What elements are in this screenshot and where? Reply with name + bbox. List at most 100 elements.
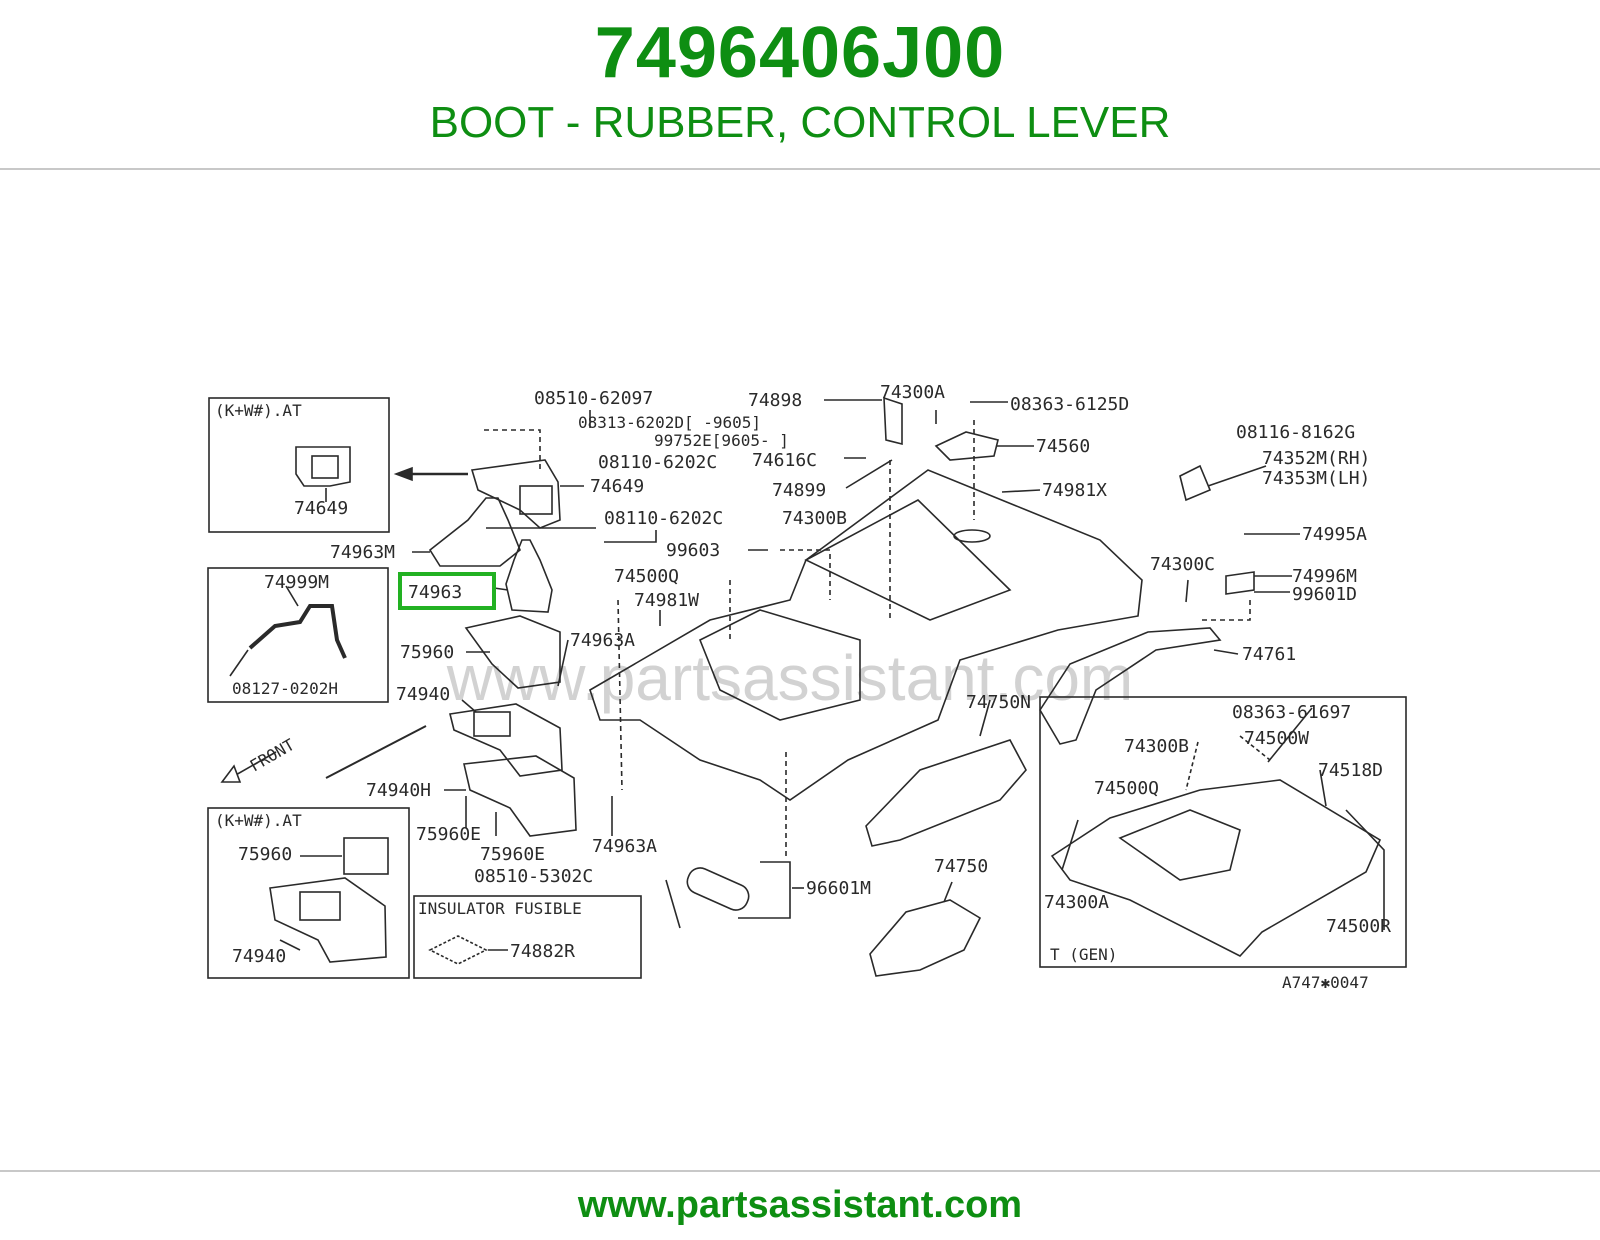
label-08127-0202h: 08127-0202H — [232, 679, 338, 698]
leader-08510-5302c — [665, 879, 681, 929]
floor-tgen-tunnel — [1118, 809, 1241, 881]
label-74981x: 74981X — [1042, 480, 1107, 501]
label-08110-6202c-b: 08110-6202C — [604, 508, 723, 529]
label-75960e-a: 75960E — [416, 824, 481, 845]
inset-title-kw-at-bottom: (K+W#).AT — [215, 811, 302, 830]
leader-74981x — [1001, 489, 1041, 493]
label-74940: 74940 — [396, 684, 450, 705]
floor-panel-main-shape — [589, 469, 1143, 801]
bracket-74649-inset-opening — [311, 455, 339, 479]
label-08510-5302c: 08510-5302C — [474, 866, 593, 887]
label-74300a-tgen: 74300A — [1044, 892, 1109, 913]
leader-74999m — [285, 585, 299, 607]
label-74963-highlighted[interactable]: 74963 — [408, 582, 462, 603]
floor-tunnel-top — [804, 499, 1012, 621]
label-74999m: 74999M — [264, 572, 329, 593]
label-99752e: 99752E[9605- ] — [654, 431, 789, 450]
leader-74518d — [1319, 769, 1327, 807]
label-74518d: 74518D — [1318, 760, 1383, 781]
footer-website-link[interactable]: www.partsassistant.com — [577, 1184, 1023, 1226]
bracket-74352m-shape — [1179, 464, 1212, 502]
label-74761: 74761 — [1242, 644, 1296, 665]
plate-74560-shape — [934, 431, 999, 461]
header-divider — [0, 168, 1600, 170]
label-74995a: 74995A — [1302, 524, 1367, 545]
label-74560: 74560 — [1036, 436, 1090, 457]
label-74300b-tgen: 74300B — [1124, 736, 1189, 757]
leader-08127-0202h — [229, 649, 249, 677]
label-99601d: 99601D — [1292, 584, 1357, 605]
floor-tunnel-mid — [698, 609, 861, 721]
label-74500w: 74500W — [1244, 728, 1309, 749]
leader-74940-inset — [279, 939, 301, 951]
leader-74899 — [845, 459, 893, 489]
label-74300b-top: 74300B — [782, 508, 847, 529]
label-08363-6125d: 08363-6125D — [1010, 394, 1129, 415]
label-75960-inset: 75960 — [238, 844, 292, 865]
inset-box-t-gen — [1039, 696, 1407, 968]
label-74352m: 74352M(RH) — [1262, 448, 1370, 469]
label-96601m: 96601M — [806, 878, 871, 899]
label-74300c: 74300C — [1150, 554, 1215, 575]
floor-hole — [953, 529, 991, 543]
leader-74761 — [1213, 649, 1239, 655]
panel-74940-inset-opening — [299, 891, 341, 921]
dashed-guide-74963a — [617, 599, 623, 791]
leader-74300c — [1185, 579, 1189, 603]
inset-box-kw-at-top — [208, 397, 390, 533]
part-number-title: 7496406J00 — [594, 13, 1006, 93]
inset-box-kw-at-bottom — [207, 807, 410, 979]
label-74500q-tgen: 74500Q — [1094, 778, 1159, 799]
label-74940-inset: 74940 — [232, 946, 286, 967]
panel-74940h-shape — [463, 755, 577, 837]
label-74500r: 74500R — [1326, 916, 1391, 937]
label-74940h: 74940H — [366, 780, 431, 801]
heat-shield-74750n-shape — [865, 739, 1027, 847]
part-description: BOOT - RUBBER, CONTROL LEVER — [429, 98, 1171, 147]
label-08313-6202d: 08313-6202D[ -9605] — [578, 413, 761, 432]
panel-74940-opening — [473, 711, 511, 737]
front-arrow-line — [233, 751, 277, 777]
bracket-74649-shape — [470, 459, 561, 529]
label-08116-8162g: 08116-8162G — [1236, 422, 1355, 443]
cover-75960-shape — [464, 615, 561, 689]
leader-08110-6202c-b — [604, 530, 657, 543]
inset-box-pipe — [207, 567, 389, 703]
dashed-guide-74649 — [484, 429, 541, 470]
dashed-guide-99601d — [1202, 600, 1251, 621]
label-75960: 75960 — [400, 642, 454, 663]
label-74649: 74649 — [590, 476, 644, 497]
leader-74500r — [1345, 809, 1385, 930]
label-74750: 74750 — [934, 856, 988, 877]
label-74616c: 74616C — [752, 450, 817, 471]
label-74963a-b: 74963A — [592, 836, 657, 857]
insulator-74882r-shape — [428, 935, 488, 965]
floor-tgen-shape — [1050, 779, 1382, 957]
label-74981w: 74981W — [634, 590, 699, 611]
leader-74963 — [493, 587, 509, 591]
boot-74963m-shape — [428, 497, 521, 567]
label-08363-61697: 08363-61697 — [1232, 702, 1351, 723]
highlight-box-74963[interactable] — [398, 572, 496, 610]
leader-08363-61697 — [1267, 707, 1313, 763]
inset-title-kw-at-top: (K+W#).AT — [215, 401, 302, 420]
bracket-74996m-shape — [1225, 571, 1255, 595]
inset-box-insulator — [413, 895, 642, 979]
label-74882r: 74882R — [510, 941, 575, 962]
leader-74300a-tgen — [1061, 819, 1079, 871]
label-74300a-top: 74300A — [880, 382, 945, 403]
label-08510-62097: 08510-62097 — [534, 388, 653, 409]
leader-74963a-upper — [557, 639, 569, 687]
heat-shield-74750-shape — [869, 899, 982, 977]
label-74649-inset: 74649 — [294, 498, 348, 519]
bracket-74649-inset-shape — [295, 446, 351, 487]
inset-title-t-gen: T (GEN) — [1050, 945, 1117, 964]
bracket-74898-shape — [883, 396, 903, 446]
leader-74750n — [979, 699, 991, 737]
label-74963m: 74963M — [330, 542, 395, 563]
bracket-96601m — [738, 861, 791, 919]
front-arrow-head — [220, 764, 242, 783]
leader-74750 — [943, 881, 953, 903]
leader-74352m — [1207, 465, 1267, 487]
